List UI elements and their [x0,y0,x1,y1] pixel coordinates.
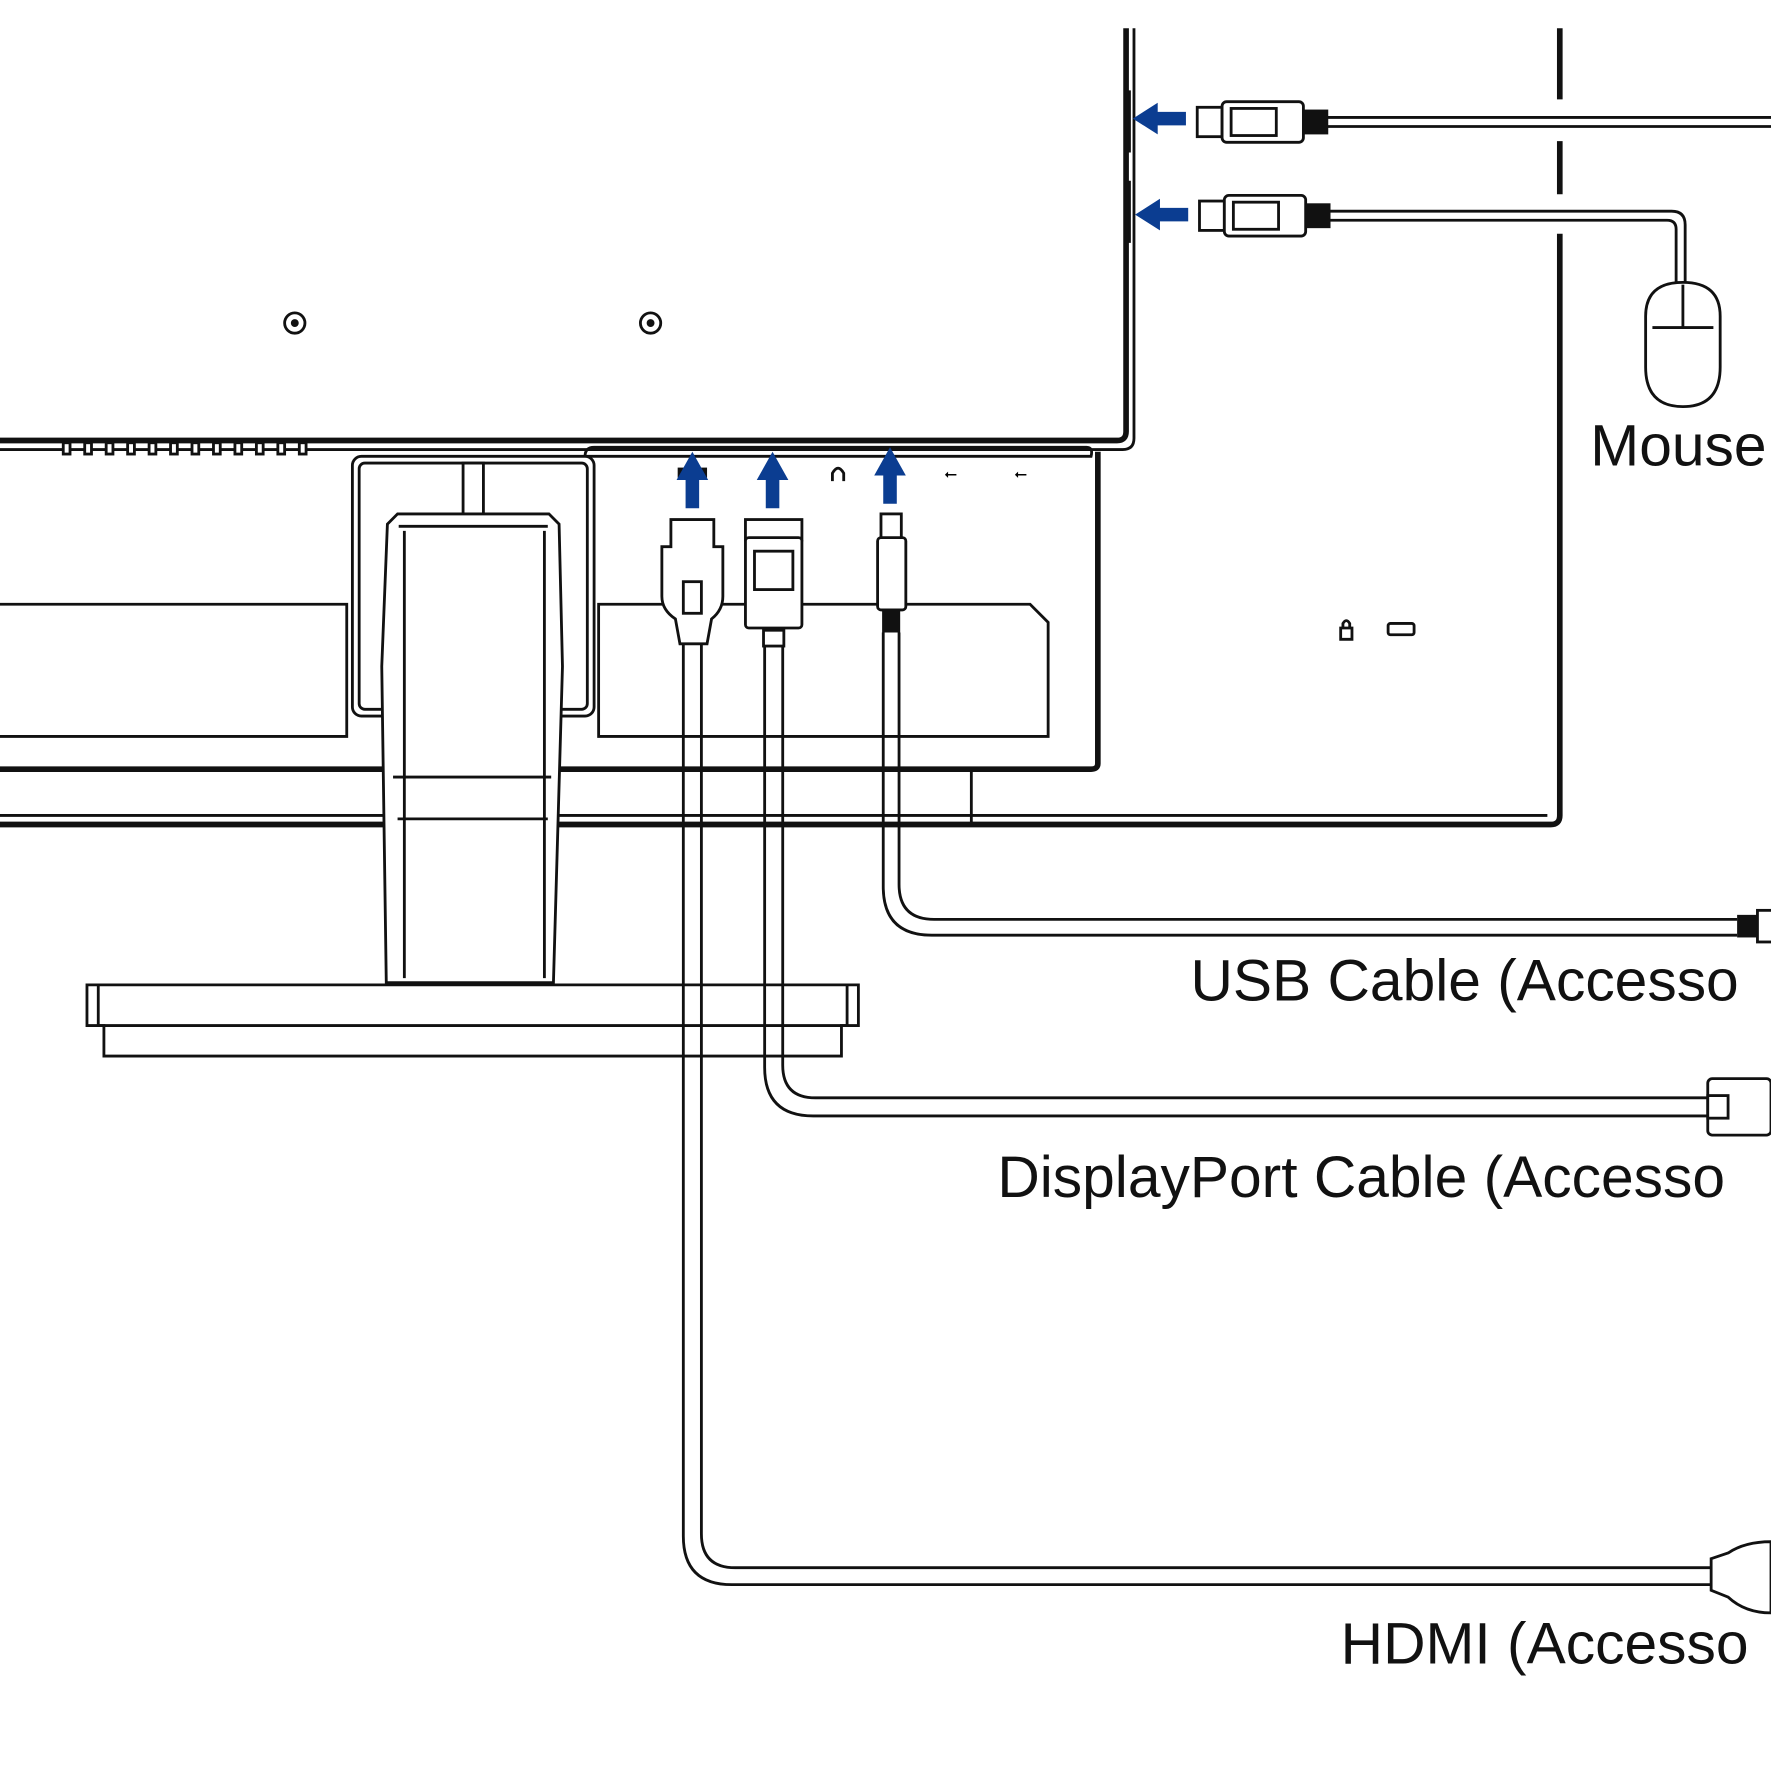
vent-slot [233,441,244,456]
usb-b-cable [881,632,1738,937]
usb-port-icon: ⭠ [1014,464,1027,483]
displayport-cable-label: DisplayPort Cable (Accesso [997,1145,1725,1210]
vent-slot [61,441,72,456]
mouse-icon [1644,280,1722,409]
arrows [676,102,1189,509]
vent-slot [147,441,158,456]
monitor-back [0,28,1563,828]
vent-slots [61,441,308,456]
vent-slot [190,441,201,456]
arrow-up-icon [874,447,906,504]
usb-a-plug [1195,100,1329,144]
vent-slot [254,441,265,456]
displayport-cable [763,643,1708,1118]
vent-slot [126,441,136,456]
vent-slot [212,441,222,456]
headphone-icon [831,466,846,482]
usb-port-icon: ⭠ [944,464,957,483]
hdmi-cable-label: HDMI (Accesso [1341,1612,1749,1677]
arrow-left-icon [1132,102,1186,135]
kensington-slot-icon [1386,622,1416,637]
lock-icon [1339,619,1354,641]
vent-slot [169,441,179,456]
monitor-stand [85,454,860,1058]
cables [681,116,1771,1587]
mouse-label: Mouse [1590,413,1766,478]
arrow-up-icon [756,451,789,509]
vent-slot [83,441,93,456]
arrow-up-icon [676,451,709,509]
arrow-left-icon [1135,198,1189,231]
vent-slot [297,441,308,456]
connectors [660,100,1771,1615]
vent-slot [276,441,287,456]
usb-a-cable-keyboard [1327,116,1771,128]
usb-cable-label: USB Cable (Accesso [1190,949,1738,1014]
usb-a-plug [1198,193,1331,238]
usb-a-cable-mouse [1330,209,1687,285]
vent-slot [104,441,115,456]
hdmi-cable [681,643,1712,1587]
